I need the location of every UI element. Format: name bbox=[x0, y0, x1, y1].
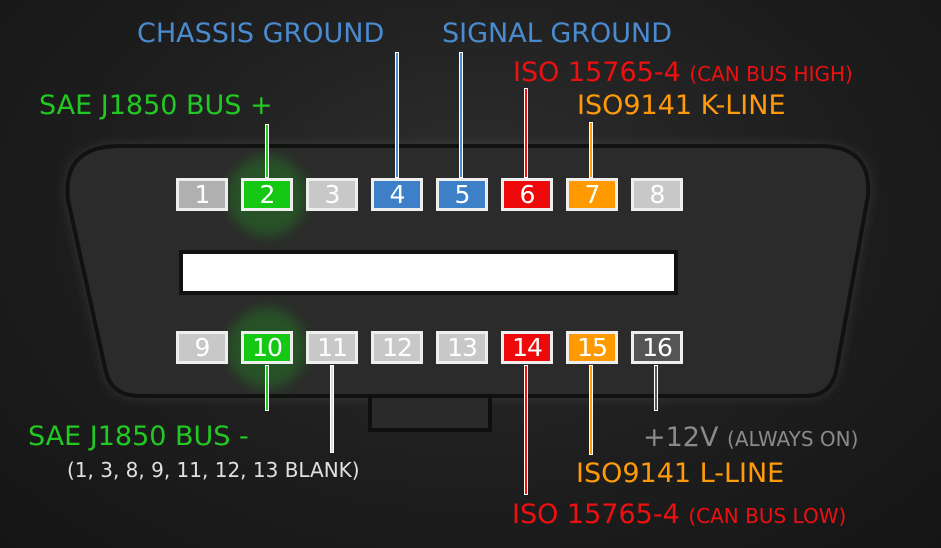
label-can-low: ISO 15765-4 (CAN BUS LOW) bbox=[512, 501, 846, 528]
label-can-high: ISO 15765-4 (CAN BUS HIGH) bbox=[513, 59, 853, 86]
pin-16: 16 bbox=[631, 331, 683, 364]
label-blank-note: (1, 3, 8, 9, 11, 12, 13 BLANK) bbox=[67, 458, 360, 482]
label-can-high-sub: (CAN BUS HIGH) bbox=[689, 62, 853, 86]
pin-15-line bbox=[589, 365, 593, 455]
label-plus12v: +12V (ALWAYS ON) bbox=[643, 424, 858, 451]
pin-16-line bbox=[654, 365, 658, 411]
pin-1: 1 bbox=[176, 178, 228, 211]
pin-5-line bbox=[459, 52, 463, 178]
pin-6: 6 bbox=[501, 178, 553, 211]
pin-5: 5 bbox=[436, 178, 488, 211]
pin-7: 7 bbox=[566, 178, 618, 211]
pin-11: 11 bbox=[306, 331, 358, 364]
label-can-high-main: ISO 15765-4 bbox=[513, 57, 681, 88]
pin-8: 8 bbox=[631, 178, 683, 211]
pin-4: 4 bbox=[371, 178, 423, 211]
label-l-line: ISO9141 L-LINE bbox=[576, 458, 785, 489]
pin-10: 10 bbox=[241, 331, 293, 364]
pin-7-line bbox=[589, 122, 593, 178]
pin-2-line bbox=[265, 124, 269, 178]
pin-10-line bbox=[265, 365, 269, 411]
pin-15: 15 bbox=[566, 331, 618, 364]
label-can-low-main: ISO 15765-4 bbox=[512, 499, 680, 530]
connector-latch bbox=[368, 394, 492, 432]
label-j1850-plus: SAE J1850 BUS + bbox=[39, 90, 273, 121]
label-plus12v-main: +12V bbox=[643, 422, 719, 453]
pin-11-line bbox=[330, 365, 334, 453]
pin-14-line bbox=[524, 365, 528, 495]
label-plus12v-sub: (ALWAYS ON) bbox=[727, 427, 859, 451]
pin-2: 2 bbox=[241, 178, 293, 211]
label-signal-ground: SIGNAL GROUND bbox=[442, 18, 673, 49]
pin-9: 9 bbox=[176, 331, 228, 364]
label-can-low-sub: (CAN BUS LOW) bbox=[688, 504, 847, 528]
label-chassis-ground: CHASSIS GROUND bbox=[137, 18, 385, 49]
label-k-line: ISO9141 K-LINE bbox=[577, 90, 786, 121]
pin-3: 3 bbox=[306, 178, 358, 211]
pin-14: 14 bbox=[501, 331, 553, 364]
pin-4-line bbox=[395, 52, 399, 178]
pin-6-line bbox=[524, 88, 528, 178]
connector-slot bbox=[179, 250, 678, 295]
label-j1850-minus: SAE J1850 BUS - bbox=[28, 421, 249, 452]
pin-13: 13 bbox=[436, 331, 488, 364]
pin-12: 12 bbox=[371, 331, 423, 364]
